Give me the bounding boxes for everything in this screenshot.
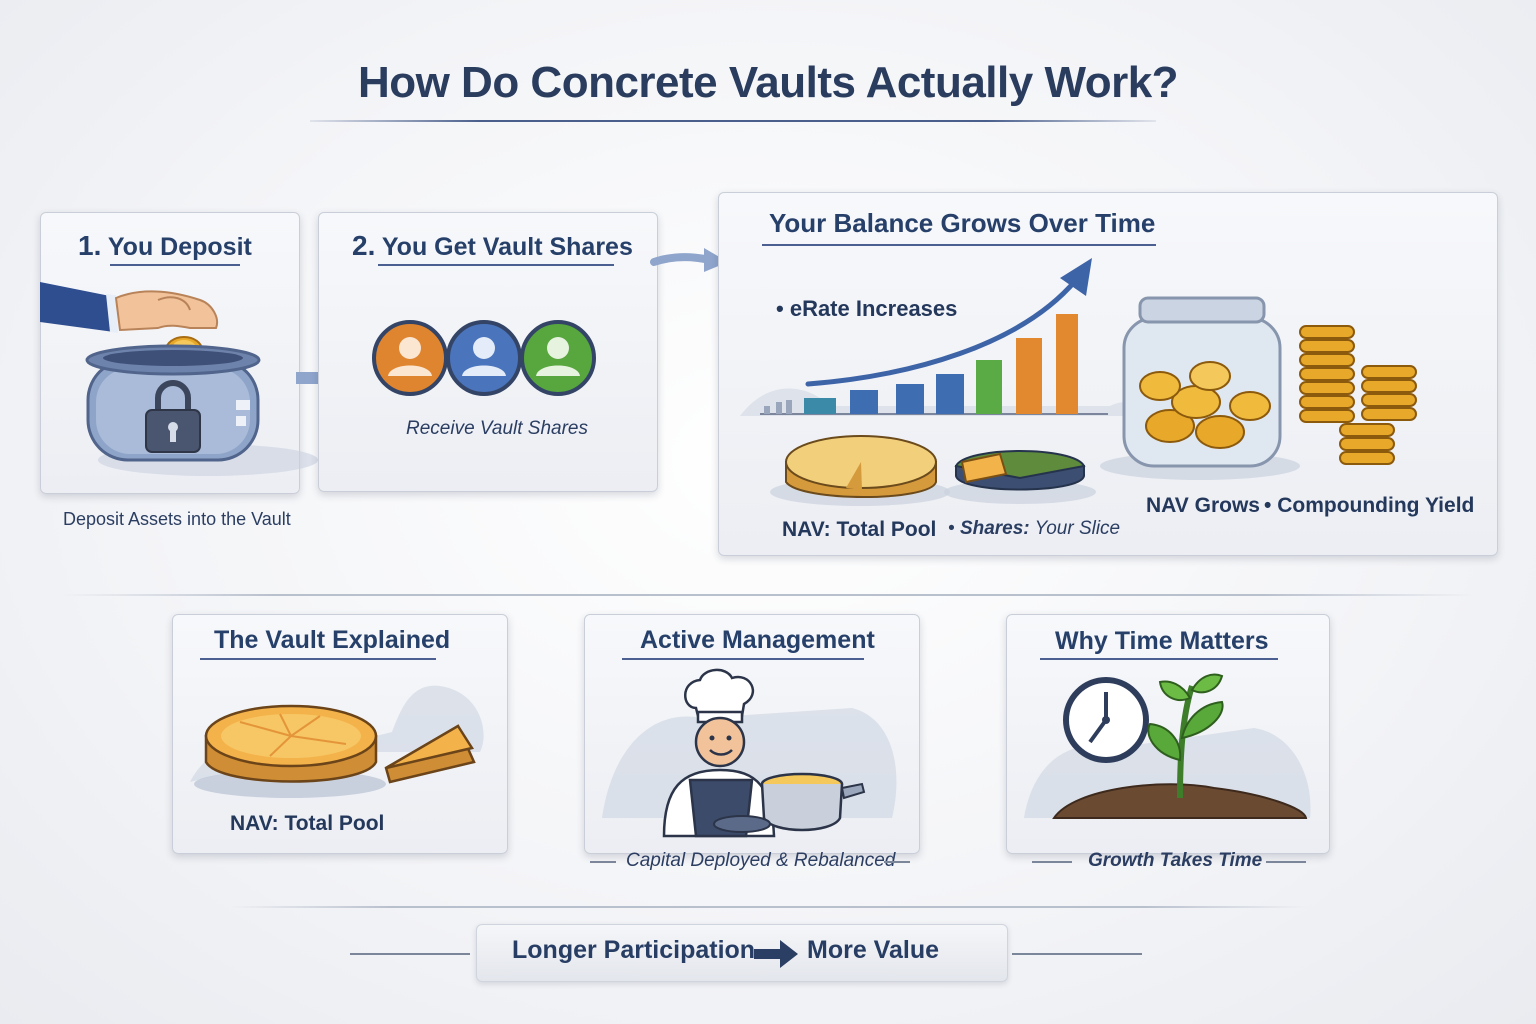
growth-arrow — [805, 277, 1079, 387]
cooking-pot-icon — [713, 772, 866, 833]
coin-stacks-icon — [1299, 325, 1417, 465]
step1-number: 1. — [78, 230, 102, 261]
step2-number: 2. — [352, 230, 376, 261]
pie-icon — [194, 704, 386, 798]
vault-shares-icons — [372, 320, 596, 396]
step2-title: 2. You Get Vault Shares — [352, 230, 633, 262]
seedling-icon — [1052, 673, 1308, 819]
vault-explained-title: The Vault Explained — [214, 626, 451, 654]
erate-bullet: • eRate Increases — [776, 296, 957, 322]
caption-dash-right — [884, 861, 910, 863]
step1-caption: Deposit Assets into the Vault — [63, 509, 291, 529]
vault-explained-underline — [200, 658, 436, 660]
vault-lock-icon — [85, 344, 318, 476]
step1-title: 1. You Deposit — [78, 230, 252, 262]
footer-line-right — [1012, 953, 1142, 955]
caption-dash-right — [1266, 861, 1306, 863]
clock-icon — [1063, 677, 1149, 763]
footer-pill — [476, 924, 1008, 982]
title-underline — [310, 120, 1156, 122]
footer-left-text: Longer Participation — [512, 936, 756, 964]
growth-underline — [762, 244, 1156, 246]
growth-bar-chart — [764, 314, 1078, 414]
section-divider — [60, 594, 1476, 596]
shares-label-bold: Shares: — [959, 518, 1030, 539]
nav-pie-icon — [770, 435, 950, 506]
active-management-underline — [622, 658, 864, 660]
arrow-right-icon — [704, 248, 728, 272]
step1-underline — [110, 264, 240, 266]
suit-sleeve — [40, 282, 114, 332]
arrow-step2-to-growth — [650, 248, 728, 272]
arrow-up-icon — [1060, 258, 1092, 296]
time-matters-underline — [1040, 658, 1278, 660]
growth-title: Your Balance Grows Over Time — [769, 208, 1156, 238]
footer-line-left — [350, 953, 470, 955]
bullet-dot: • — [948, 518, 955, 539]
nav-total-pool-label: NAV: Total Pool — [782, 518, 937, 541]
shares-your-slice-label: • Shares: Your Slice — [948, 518, 1120, 540]
step1-title-text: You Deposit — [107, 233, 252, 261]
time-matters-caption: Growth Takes Time — [1088, 850, 1263, 871]
bullet-dot: • — [1264, 494, 1272, 517]
step2-title-text: You Get Vault Shares — [381, 233, 633, 261]
step2-underline — [378, 264, 614, 266]
active-management-illustration — [602, 668, 897, 838]
caption-dash-left — [1032, 861, 1072, 863]
arrow-right-icon — [754, 940, 798, 968]
erate-label: eRate Increases — [789, 296, 958, 321]
step2-caption: Receive Vault Shares — [406, 418, 589, 439]
caption-dash-left — [590, 861, 616, 863]
active-management-title: Active Management — [640, 626, 875, 654]
growth-illustration — [740, 258, 1417, 506]
page-title: How Do Concrete Vaults Actually Work? — [357, 58, 1179, 107]
coin-jar-icon — [1100, 296, 1300, 480]
shirt-cuff — [106, 294, 118, 333]
footer-divider — [230, 906, 1306, 908]
pie-slice-icon — [384, 724, 476, 784]
vault-illustration — [40, 282, 318, 476]
shares-slice-icon — [944, 450, 1096, 504]
bullet-dot: • — [776, 296, 784, 321]
vault-explained-label: NAV: Total Pool — [230, 812, 385, 835]
time-matters-title: Why Time Matters — [1055, 627, 1269, 655]
user-icon — [372, 320, 448, 396]
user-icon — [520, 320, 596, 396]
footer-right-text: More Value — [807, 936, 939, 964]
vault-explained-illustration — [190, 685, 484, 798]
time-matters-illustration — [1024, 673, 1311, 819]
compounding-text: Compounding Yield — [1277, 494, 1475, 517]
active-management-caption: Capital Deployed & Rebalanced — [626, 850, 896, 871]
compounding-yield-label: • Compounding Yield — [1264, 494, 1474, 518]
user-icon — [446, 320, 522, 396]
shares-label-rest: Your Slice — [1029, 518, 1121, 539]
nav-grows-label: NAV Grows — [1146, 494, 1260, 517]
